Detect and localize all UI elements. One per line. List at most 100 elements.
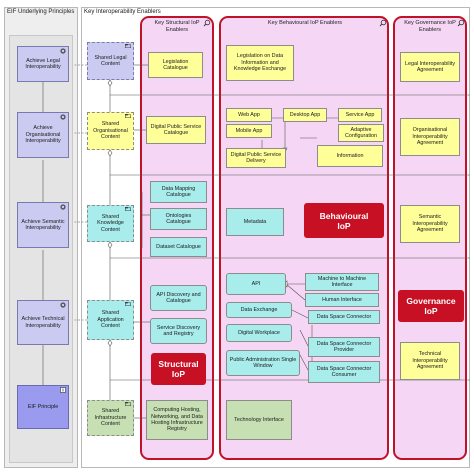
shared-infrastructure: Shared Infrastructure Content [87,400,134,436]
dsc-provider-label: Data Space Connector Provider [316,340,372,353]
governance-iop-tag-line1: Governance [406,296,456,306]
information-label: Information [336,152,364,159]
legislation-on-data: Legislation on Data Information and Know… [226,45,294,81]
enablers-frame-label: Key Interoperability Enablers [84,9,161,15]
structural-search-icon [203,19,211,27]
dps-catalogue-label: Digital Public Service Catalogue [150,123,202,136]
data-space-connector-label: Data Space Connector [316,313,372,320]
principle-badge-icon [60,48,66,54]
principle-badge-icon [60,302,66,308]
service-discovery-registry: Service Discovery and Registry [150,318,207,344]
governance-search-icon [457,19,465,27]
api: API [226,273,286,295]
principle-organisational-label: Achieve Organisational Interoperability [25,125,61,145]
legal-agreement-label: Legal Interoperability Agreement [404,60,456,73]
dsc-consumer: Data Space Connector Consumer [308,361,380,383]
shared-knowledge: Shared Knowledge Content [87,205,134,242]
behavioural-column [219,16,389,460]
principle-legal: Achieve Legal Interoperability [17,46,69,82]
principle-technical-label: Achieve Technical Interoperability [21,316,65,329]
technology-interface: Technology Interface [226,400,292,440]
technical-agreement-label: Technical Interoperability Agreement [412,351,448,371]
semantic-agreement: Semantic Interoperability Agreement [400,205,460,243]
adaptive-configuration: Adaptive Configuration [338,124,384,142]
service-app-label: Service App [345,111,375,118]
api-discovery-catalogue-label: API Discovery and Catalogue [156,291,201,304]
shared-organisational: Shared Organisational Content [87,112,134,150]
principle-eif-label: EIF Principle [27,403,59,410]
computing-hosting-registry: Computing Hosting, Networking, and Data … [146,400,208,440]
shared-knowledge-label: Shared Knowledge Content [97,213,124,233]
principle-badge-icon [60,204,66,210]
folder-icon [125,207,131,211]
governance-iop-tag-line2: IoP [424,306,438,316]
governance-iop-tag: Governance IoP [398,290,464,322]
governance-column-title: Key Governance IoP Enablers [404,20,456,33]
behavioural-iop-tag: Behavioural IoP [304,203,384,238]
folder-icon [125,114,131,118]
dataset-catalogue: Dataset Catalogue [150,237,207,257]
ontologies-catalogue-label: Ontologies Catalogue [165,212,192,225]
shared-application: Shared Application Content [87,300,134,340]
m2m-interface: Machine to Machine Interface [305,273,379,291]
dsc-consumer-label: Data Space Connector Consumer [316,365,372,378]
legislation-catalogue-label: Legislation Catalogue [162,58,189,71]
api-discovery-catalogue: API Discovery and Catalogue [150,285,207,311]
semantic-agreement-label: Semantic Interoperability Agreement [412,214,448,234]
api-label: API [251,280,261,287]
shared-application-label: Shared Application Content [97,310,124,330]
shared-infrastructure-label: Shared Infrastructure Content [94,408,127,428]
information: Information [317,145,383,167]
principle-legal-label: Achieve Legal Interoperability [25,57,61,70]
dps-delivery-label: Digital Public Service Delivery [230,151,282,164]
dataset-catalogue-label: Dataset Catalogue [156,243,201,250]
pa-single-window: Public Administration Single Window [226,350,300,376]
desktop-app: Desktop App [283,108,327,122]
mobile-app: Mobile App [226,124,272,138]
behavioural-iop-tag-line1: Behavioural [319,210,369,221]
principle-flag-icon [60,387,66,393]
mobile-app-label: Mobile App [235,127,263,134]
folder-icon [125,44,131,48]
web-app-label: Web App [238,111,260,118]
principle-technical: Achieve Technical Interoperability [17,300,69,345]
web-app: Web App [226,108,272,122]
adaptive-configuration-label: Adaptive Configuration [344,126,378,139]
principle-organisational: Achieve Organisational Interoperability [17,112,69,158]
metadata-label: Metadata [243,218,267,225]
data-exchange: Data Exchange [226,302,292,318]
behavioural-column-title: Key Behavioural IoP Enablers [267,20,343,26]
data-space-connector: Data Space Connector [308,310,380,324]
digital-workplace-label: Digital Workplace [238,329,280,336]
pa-single-window-label: Public Administration Single Window [229,356,297,369]
m2m-interface-label: Machine to Machine Interface [317,275,367,288]
structural-iop-tag-line1: Structural [158,359,199,369]
legislation-catalogue: Legislation Catalogue [148,52,203,78]
technology-interface-label: Technology Interface [234,416,284,423]
technical-agreement: Technical Interoperability Agreement [400,342,460,380]
principles-frame-label: EIF Underlying Principles [7,9,75,15]
folder-icon [125,402,131,406]
digital-workplace: Digital Workplace [226,324,292,342]
data-mapping-catalogue: Data Mapping Catalogue [150,181,207,203]
human-interface: Human Interface [305,293,379,307]
ontologies-catalogue: Ontologies Catalogue [150,208,207,230]
organisational-agreement: Organisational Interoperability Agreemen… [400,118,460,156]
dps-catalogue: Digital Public Service Catalogue [146,116,206,144]
behavioural-search-icon [379,19,387,27]
computing-hosting-registry-label: Computing Hosting, Networking, and Data … [151,407,203,433]
shared-organisational-label: Shared Organisational Content [93,121,128,141]
service-discovery-registry-label: Service Discovery and Registry [156,324,201,337]
structural-iop-tag: Structural IoP [151,353,206,385]
shared-legal: Shared Legal Content [87,42,134,80]
behavioural-iop-tag-line2: IoP [337,220,351,231]
structural-column-title: Key Structural IoP Enablers [154,20,200,33]
structural-iop-tag-line2: IoP [171,369,186,379]
desktop-app-label: Desktop App [289,111,321,118]
dps-delivery: Digital Public Service Delivery [226,148,286,168]
principle-semantic-label: Achieve Semantic Interoperability [21,218,65,231]
data-mapping-catalogue-label: Data Mapping Catalogue [161,185,196,198]
principle-badge-icon [60,114,66,120]
service-app: Service App [338,108,382,122]
human-interface-label: Human Interface [322,296,362,303]
